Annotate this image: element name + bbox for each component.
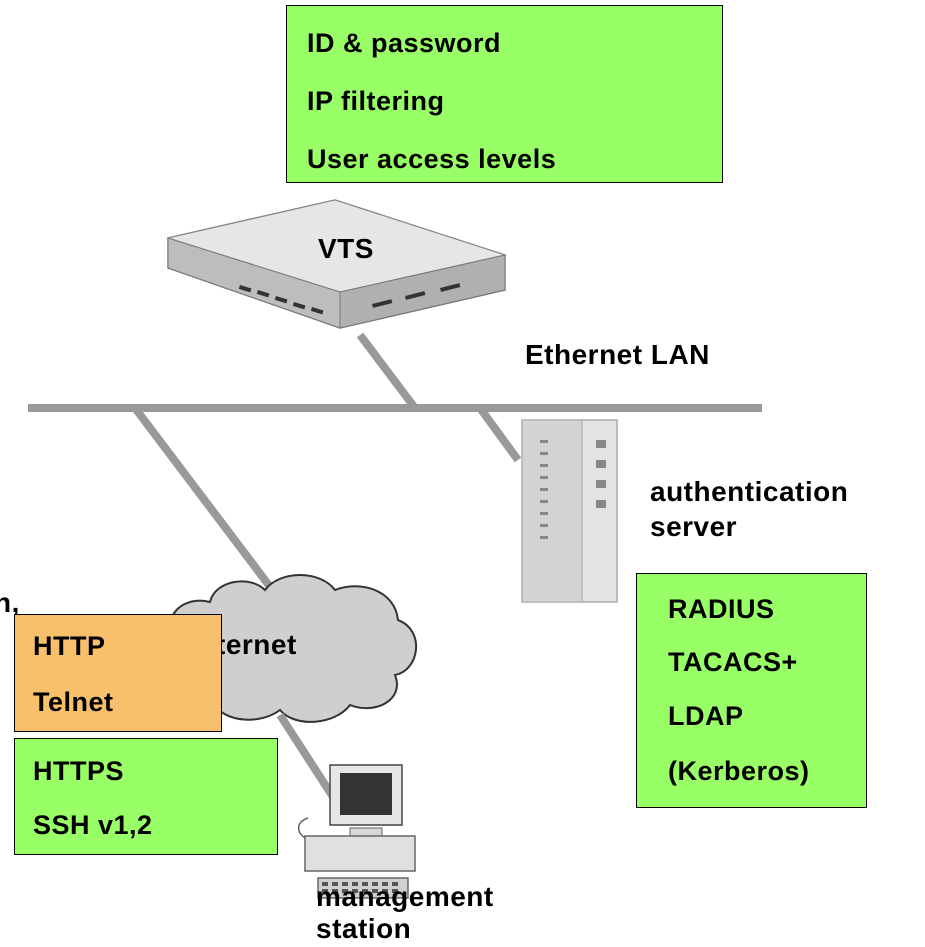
secure-protocols-box: HTTPS SSH v1,2 (14, 738, 278, 855)
security-features-box: ID & password IP filtering User access l… (286, 5, 723, 183)
auth-server-label-line1: authentication (650, 476, 849, 507)
secure-protocol-item: HTTPS (33, 756, 125, 786)
station-connection-line (276, 712, 339, 803)
server-connection-line (476, 405, 522, 463)
management-station-label-line2: station (316, 913, 412, 944)
auth-protocol-item: RADIUS (668, 594, 775, 624)
insecure-protocol-item: Telnet (33, 687, 114, 717)
vts-connection-line (356, 332, 419, 411)
auth-protocol-item: LDAP (668, 701, 744, 731)
vts-label: VTS (318, 233, 374, 264)
secure-protocol-item: SSH v1,2 (33, 810, 153, 840)
auth-protocol-item: TACACS+ (668, 647, 798, 677)
internet-label: ternet (216, 629, 297, 660)
management-station-label-line1: management (316, 881, 494, 912)
internet-connection-line (131, 405, 284, 603)
computer-icon (297, 764, 416, 899)
vts-device-icon (166, 199, 507, 329)
edge-text-fragment: n, (0, 587, 20, 618)
insecure-protocols-box: HTTP Telnet (14, 614, 222, 732)
auth-protocols-box: RADIUS TACACS+ LDAP (Kerberos) (636, 573, 867, 808)
security-feature-item: User access levels (307, 144, 557, 174)
auth-protocol-item: (Kerberos) (668, 756, 810, 786)
server-tower-icon (521, 419, 618, 603)
insecure-protocol-item: HTTP (33, 631, 106, 661)
security-feature-item: IP filtering (307, 86, 445, 116)
security-feature-item: ID & password (307, 28, 502, 58)
ethernet-lan-label: Ethernet LAN (525, 339, 710, 370)
auth-server-label-line2: server (650, 511, 738, 542)
